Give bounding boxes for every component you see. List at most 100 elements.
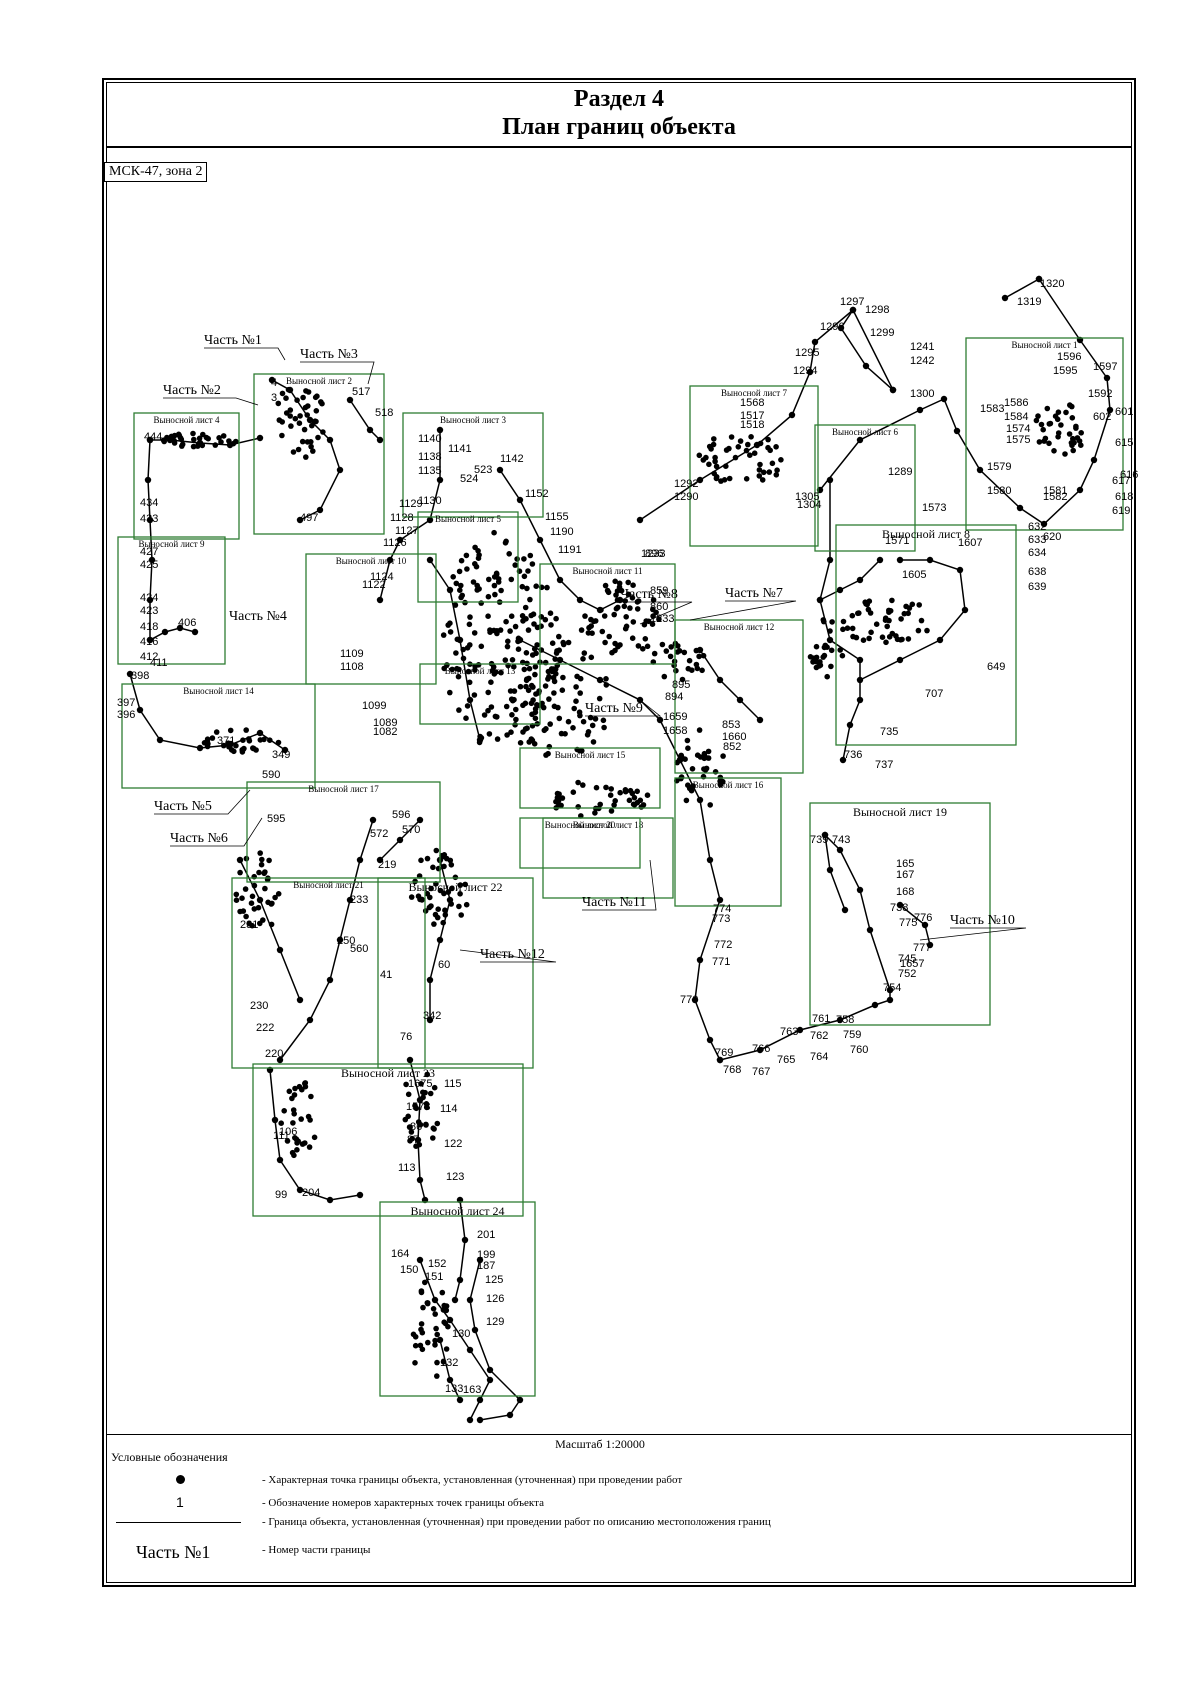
point-number-label: 761 bbox=[812, 1013, 830, 1025]
boundary-point bbox=[716, 1056, 724, 1064]
point-number-label: 596 bbox=[392, 809, 410, 821]
boundary-point bbox=[424, 1071, 431, 1078]
boundary-point bbox=[237, 869, 243, 876]
boundary-line-13 bbox=[349, 399, 381, 441]
boundary-point bbox=[737, 438, 744, 444]
boundary-point bbox=[297, 413, 303, 419]
boundary-point bbox=[616, 580, 623, 587]
boundary-point bbox=[431, 1084, 438, 1091]
boundary-point bbox=[826, 866, 834, 874]
boundary-point bbox=[156, 736, 164, 744]
boundary-point bbox=[294, 1147, 300, 1153]
boundary-point bbox=[458, 594, 464, 601]
boundary-point bbox=[887, 608, 894, 614]
boundary-point bbox=[1063, 409, 1069, 416]
boundary-point bbox=[856, 436, 864, 444]
boundary-point bbox=[462, 881, 469, 888]
extract-sheet-label-8: Выносной лист 8 bbox=[882, 527, 970, 541]
boundary-point bbox=[696, 956, 704, 964]
point-number-label: 434 bbox=[140, 497, 158, 509]
boundary-point bbox=[488, 704, 495, 710]
boundary-point bbox=[558, 730, 565, 737]
boundary-line-29 bbox=[269, 1069, 361, 1201]
boundary-point bbox=[1069, 415, 1076, 421]
boundary-point bbox=[1035, 275, 1043, 283]
boundary-point bbox=[546, 696, 552, 702]
boundary-point bbox=[876, 556, 884, 564]
point-number-label: 60 bbox=[438, 959, 450, 971]
boundary-point bbox=[774, 467, 780, 474]
extract-sheet-label-7: Выносной лист 7 bbox=[721, 388, 787, 398]
point-number-label: 766 bbox=[752, 1043, 770, 1055]
boundary-point bbox=[414, 1136, 422, 1144]
boundary-point bbox=[635, 643, 642, 649]
boundary-point bbox=[532, 664, 539, 670]
extract-sheet-label-2: Выносной лист 2 bbox=[286, 376, 352, 386]
boundary-point bbox=[757, 440, 764, 447]
point-number-label: 1581 bbox=[1043, 485, 1067, 497]
boundary-point bbox=[601, 613, 608, 619]
point-number-label: 111 bbox=[273, 1130, 290, 1142]
boundary-point bbox=[840, 626, 846, 633]
extract-sheet-label-3: Выносной лист 3 bbox=[440, 415, 506, 425]
boundary-point bbox=[1090, 456, 1098, 464]
boundary-point bbox=[759, 477, 766, 483]
point-number-label: 41 bbox=[380, 969, 392, 981]
point-number-label: 752 bbox=[898, 968, 916, 980]
boundary-point bbox=[549, 640, 556, 646]
boundary-point bbox=[284, 1138, 291, 1144]
boundary-point bbox=[304, 412, 311, 418]
boundary-point bbox=[402, 1116, 409, 1123]
boundary-point bbox=[494, 736, 501, 742]
boundary-line-24 bbox=[279, 819, 374, 1061]
boundary-point bbox=[436, 426, 444, 434]
boundary-point bbox=[679, 676, 686, 683]
boundary-point bbox=[821, 652, 828, 659]
point-number-label: 1304 bbox=[797, 499, 821, 511]
point-number-label: 1127 bbox=[395, 525, 419, 537]
boundary-point bbox=[289, 1095, 295, 1102]
point-number-label: 1289 bbox=[888, 466, 912, 478]
boundary-point bbox=[472, 544, 478, 551]
boundary-point bbox=[756, 473, 763, 479]
boundary-point bbox=[773, 444, 779, 450]
point-number-label: 1109 bbox=[340, 648, 364, 660]
boundary-point bbox=[190, 443, 197, 450]
boundary-point bbox=[676, 648, 683, 654]
boundary-point bbox=[496, 466, 504, 474]
boundary-point bbox=[276, 1156, 284, 1164]
boundary-point bbox=[433, 1325, 439, 1332]
point-number-label: 423 bbox=[140, 605, 158, 617]
boundary-point bbox=[640, 646, 646, 652]
boundary-point bbox=[446, 586, 454, 594]
extract-sheet-frame-22 bbox=[377, 877, 534, 1069]
point-number-label: 371 bbox=[217, 735, 235, 747]
boundary-point bbox=[146, 596, 154, 604]
point-number-label: 220 bbox=[265, 1048, 283, 1060]
point-number-label: 3 bbox=[271, 392, 277, 404]
boundary-point bbox=[419, 897, 425, 903]
point-number-label: 1300 bbox=[910, 388, 934, 400]
boundary-point bbox=[575, 804, 581, 810]
boundary-point bbox=[212, 442, 219, 448]
boundary-point bbox=[685, 745, 691, 751]
point-number-label: 1320 bbox=[1040, 278, 1064, 290]
boundary-point bbox=[474, 587, 481, 593]
point-number-label: 126 bbox=[486, 1293, 504, 1305]
boundary-point bbox=[856, 656, 864, 664]
boundary-point bbox=[301, 426, 308, 433]
boundary-point bbox=[148, 556, 156, 564]
boundary-point bbox=[614, 597, 621, 603]
point-number-label: 425 bbox=[140, 559, 158, 571]
boundary-point bbox=[456, 568, 463, 575]
boundary-point bbox=[538, 647, 545, 653]
boundary-point bbox=[1067, 402, 1073, 408]
boundary-point bbox=[471, 630, 478, 636]
point-number-label: 1142 bbox=[500, 453, 524, 465]
boundary-point bbox=[553, 615, 559, 622]
point-number-label: 1191 bbox=[558, 544, 582, 556]
boundary-point bbox=[451, 1296, 459, 1304]
boundary-point bbox=[600, 717, 607, 724]
extract-sheet-frame-9 bbox=[117, 536, 226, 665]
boundary-point bbox=[478, 600, 485, 606]
